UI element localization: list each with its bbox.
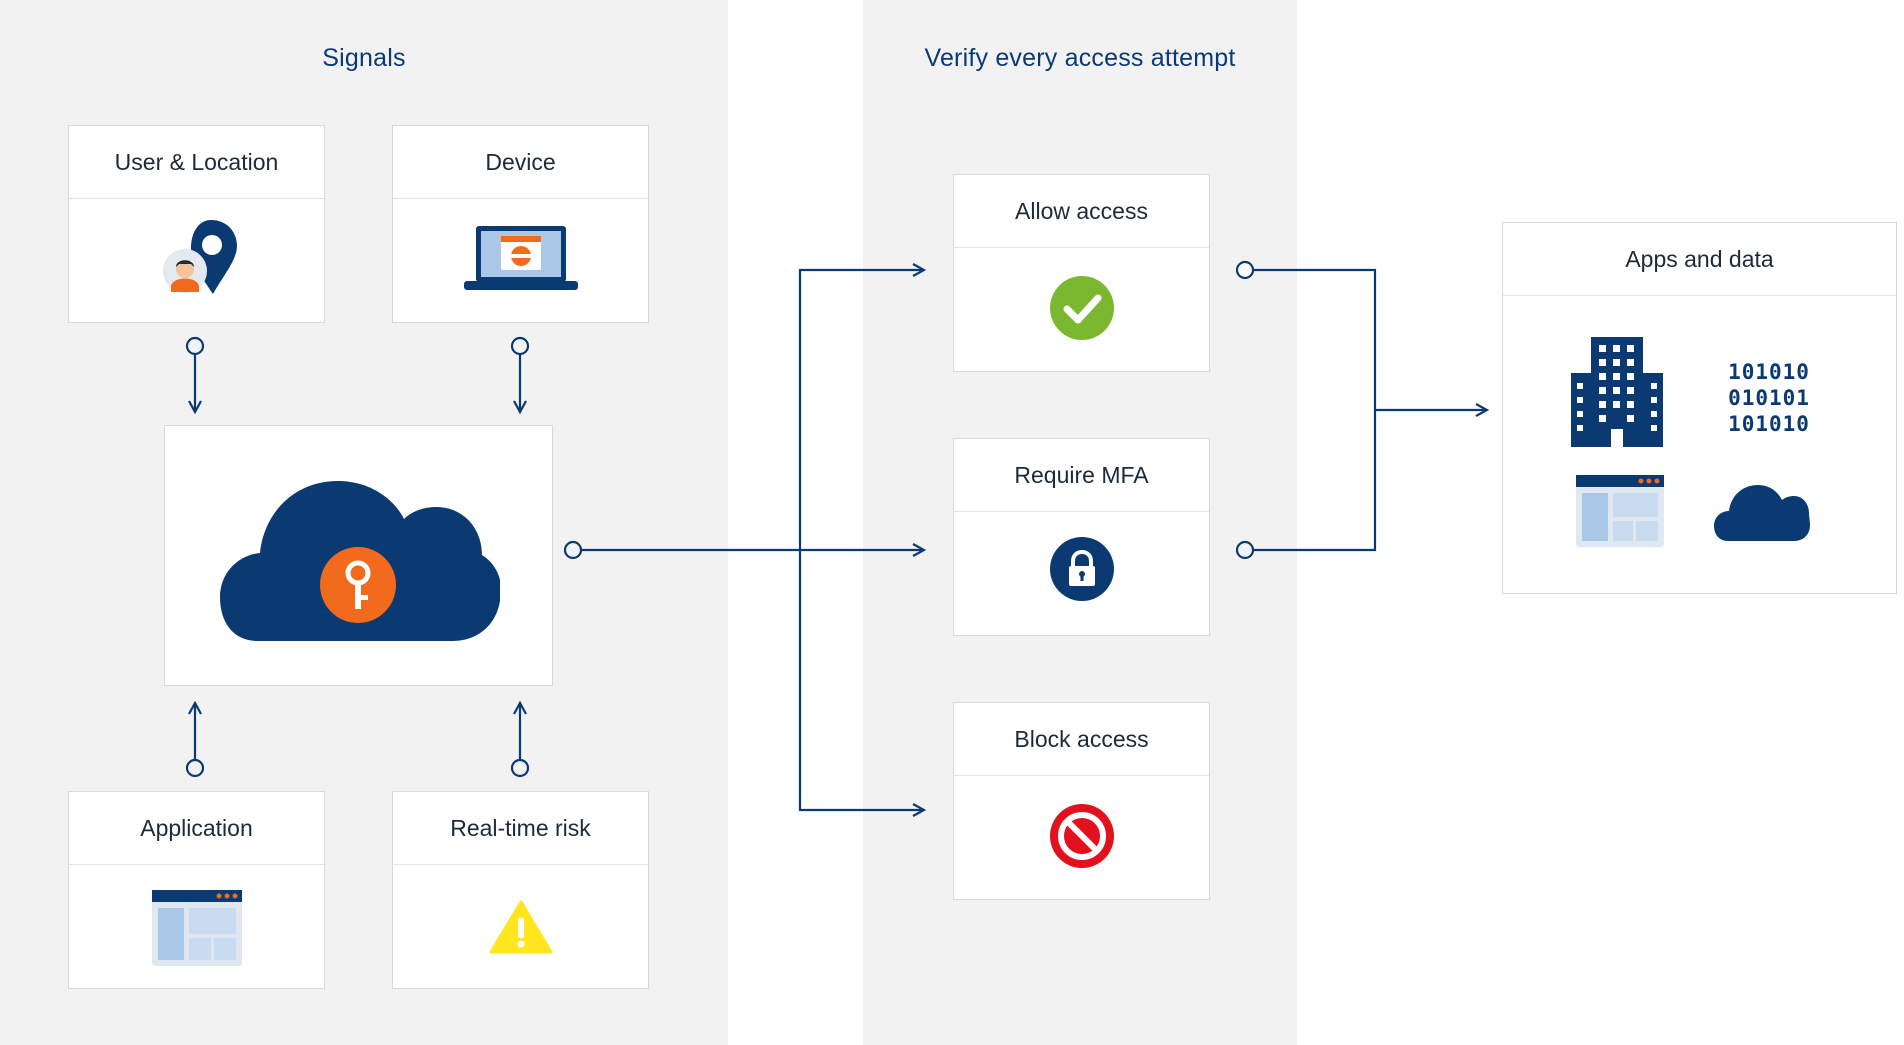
signal-card-user-location: User & Location [68,125,325,323]
block-icon [1050,804,1114,868]
checkmark-icon [1050,276,1114,340]
connector-dot [1235,260,1255,280]
connector-dot [510,758,530,778]
card-title: User & Location [69,126,324,199]
card-title: Apps and data [1503,223,1896,296]
building-icon [1571,337,1663,447]
decision-card-allow: Allow access [953,174,1210,372]
cloud-icon [1714,485,1810,541]
card-title: Application [69,792,324,865]
signals-title: Signals [322,44,406,72]
signal-card-realtime-risk: Real-time risk [392,791,649,989]
binary-data-icon: 101010 010101 101010 [1727,359,1811,437]
laptop-icon [464,226,578,290]
binary-line: 010101 [1728,386,1810,410]
signal-card-application: Application [68,791,325,989]
card-title: Device [393,126,648,199]
merge-line [1253,268,1377,552]
warning-icon [489,900,553,954]
cloud-key-icon [220,481,500,641]
binary-line: 101010 [1728,360,1810,384]
verify-title: Verify every access attempt [924,44,1236,72]
decision-card-mfa: Require MFA [953,438,1210,636]
apps-and-data-card: Apps and data 101010 010101 101010 [1502,222,1897,594]
signal-card-device: Device [392,125,649,323]
policy-engine-card [164,425,553,686]
card-title: Block access [954,703,1209,776]
user-location-icon [163,220,237,294]
app-window-icon [1576,475,1664,547]
connector-dot [185,336,205,356]
card-title: Require MFA [954,439,1209,512]
lock-icon [1050,537,1114,601]
connector-dot [510,336,530,356]
binary-line: 101010 [1728,412,1810,436]
arrow-to-block [798,550,924,810]
card-title: Real-time risk [393,792,648,865]
decision-card-block: Block access [953,702,1210,900]
arrow-to-allow [798,270,924,550]
app-window-icon [152,890,242,966]
connector-dot [185,758,205,778]
connector-dot [563,540,583,560]
card-title: Allow access [954,175,1209,248]
connector-dot [1235,540,1255,560]
